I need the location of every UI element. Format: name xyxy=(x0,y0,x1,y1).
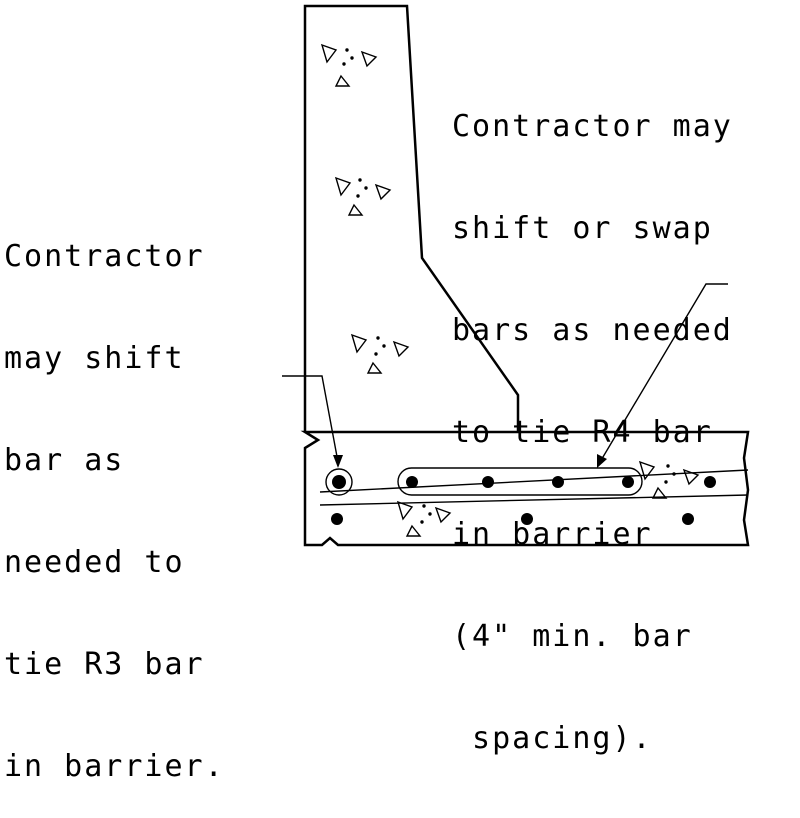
leader-r4-arrowhead xyxy=(597,454,607,468)
note-left-line: in barrier. xyxy=(4,749,225,784)
note-right-line: bars as needed xyxy=(452,313,733,348)
concrete-hatch-1 xyxy=(320,43,378,87)
concrete-hatch-5 xyxy=(396,500,452,537)
bottom-bar-2 xyxy=(521,513,533,525)
note-right-line: Contractor may xyxy=(452,109,733,144)
deck-slab-outline xyxy=(300,430,750,547)
r3-bar xyxy=(332,475,346,489)
bottom-bar-3 xyxy=(682,513,694,525)
barrier-deck-section-drawing xyxy=(282,4,750,547)
concrete-hatch-3 xyxy=(350,333,410,374)
top-bar-1 xyxy=(406,476,418,488)
note-left-line: may shift xyxy=(4,341,185,376)
note-right-line: (4" min. bar xyxy=(452,619,693,654)
barrier-outline xyxy=(303,4,520,432)
top-bar-3 xyxy=(552,476,564,488)
note-right: Contractor may shift or swap bars as nee… xyxy=(452,42,733,790)
note-left-line: bar as xyxy=(4,443,125,478)
note-right-line: in barrier xyxy=(452,517,653,552)
r4-bar-enclosure xyxy=(397,467,643,496)
reinforcement-line-top xyxy=(319,469,749,493)
note-left-line: tie R3 bar xyxy=(4,647,205,682)
leader-r3-arrowhead xyxy=(333,455,343,468)
note-right-line: to tie R4 bar xyxy=(452,415,713,450)
leader-r4 xyxy=(599,283,728,463)
leader-r3 xyxy=(282,375,339,463)
note-right-line: spacing). xyxy=(452,721,653,756)
note-left-line: Contractor xyxy=(4,239,205,274)
reinforcement-line-bottom xyxy=(319,494,749,506)
r3-bar-outline xyxy=(325,468,353,496)
note-left: Contractor may shift bar as needed to ti… xyxy=(4,172,225,818)
top-bar-4 xyxy=(622,476,634,488)
note-left-line: needed to xyxy=(4,545,185,580)
concrete-hatch-2 xyxy=(334,176,392,216)
concrete-hatch-4 xyxy=(638,460,700,499)
top-bar-2 xyxy=(482,476,494,488)
top-bar-5 xyxy=(704,476,716,488)
note-right-line: shift or swap xyxy=(452,211,713,246)
bottom-bar-1 xyxy=(331,513,343,525)
